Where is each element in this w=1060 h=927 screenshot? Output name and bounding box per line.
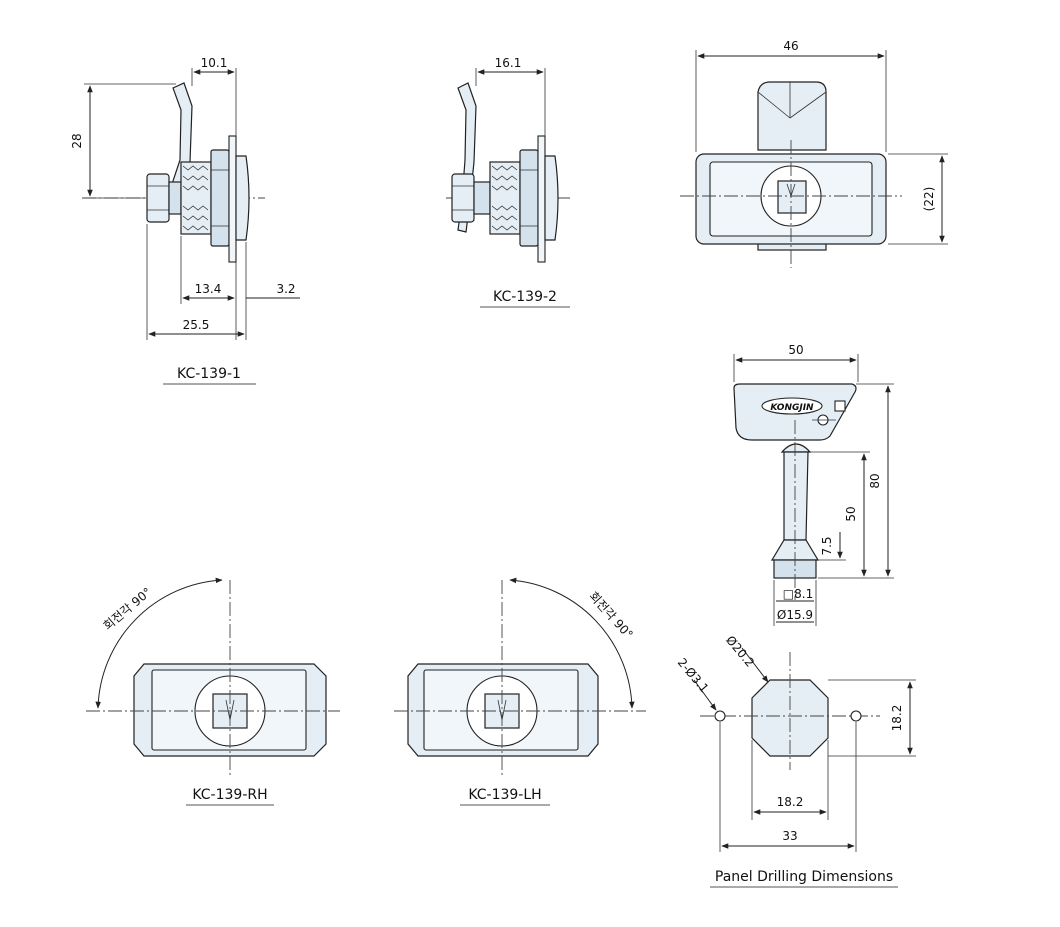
dim-panel-spacing: 33 xyxy=(782,829,797,843)
view-kc139-lh: 회전각 90° KC-139-LH xyxy=(394,577,646,806)
caption-kc139-1: KC-139-1 xyxy=(177,366,241,382)
view-panel-drilling: 18.2 18.2 33 Ø20.2 2-Ø3.1 Panel Drilling… xyxy=(675,633,916,888)
rh-rotation-label: 회전각 90° xyxy=(101,585,155,633)
dim-panel-holes: 2-Ø3.1 xyxy=(675,655,712,695)
view-kc139-2: 16.1 KC-139-2 xyxy=(446,56,570,308)
key-logo-text: KONGJIN xyxy=(770,403,814,413)
caption-kc139-lh: KC-139-LH xyxy=(468,787,541,803)
dim-key-tip: 7.5 xyxy=(820,536,834,555)
dim-key-shaft: 50 xyxy=(844,506,858,521)
dim-front-width: 46 xyxy=(783,39,798,53)
dim-key-diameter: Ø15.9 xyxy=(777,608,813,622)
caption-panel-drilling: Panel Drilling Dimensions xyxy=(715,869,893,885)
dim-panel-hole-dia: Ø20.2 xyxy=(723,633,757,670)
dim-front-height: (22) xyxy=(922,187,936,212)
dim-key-height-total: 80 xyxy=(868,473,882,488)
dim-key-width: 50 xyxy=(788,343,803,357)
kongjin-logo xyxy=(761,397,823,415)
dim-kc139-1-width-top: 10.1 xyxy=(201,56,228,70)
view-front: 46 (22) xyxy=(680,39,948,268)
dim-kc139-2-width-top: 16.1 xyxy=(495,56,522,70)
square-icon xyxy=(834,400,846,412)
dim-key-square: □8.1 xyxy=(783,587,813,601)
dim-panel-width: 18.2 xyxy=(777,795,804,809)
view-kc139-rh: 회전각 90° KC-139-RH xyxy=(86,577,340,806)
dim-kc139-1-overall: 25.5 xyxy=(183,318,210,332)
caption-kc139-rh: KC-139-RH xyxy=(192,787,267,803)
lh-rotation-label: 회전각 90° xyxy=(586,589,635,642)
dim-kc139-1-nut: 13.4 xyxy=(195,282,222,296)
view-key: KONGJIN 50 80 50 7.5 □8.1 Ø15.9 xyxy=(733,343,894,626)
view-kc139-1: 10.1 28 13.4 3.2 25.5 KC-139-1 xyxy=(70,56,300,385)
dim-panel-height: 18.2 xyxy=(890,705,904,732)
dim-kc139-1-plate: 3.2 xyxy=(276,282,295,296)
dim-kc139-1-height: 28 xyxy=(70,133,84,148)
caption-kc139-2: KC-139-2 xyxy=(493,289,557,305)
